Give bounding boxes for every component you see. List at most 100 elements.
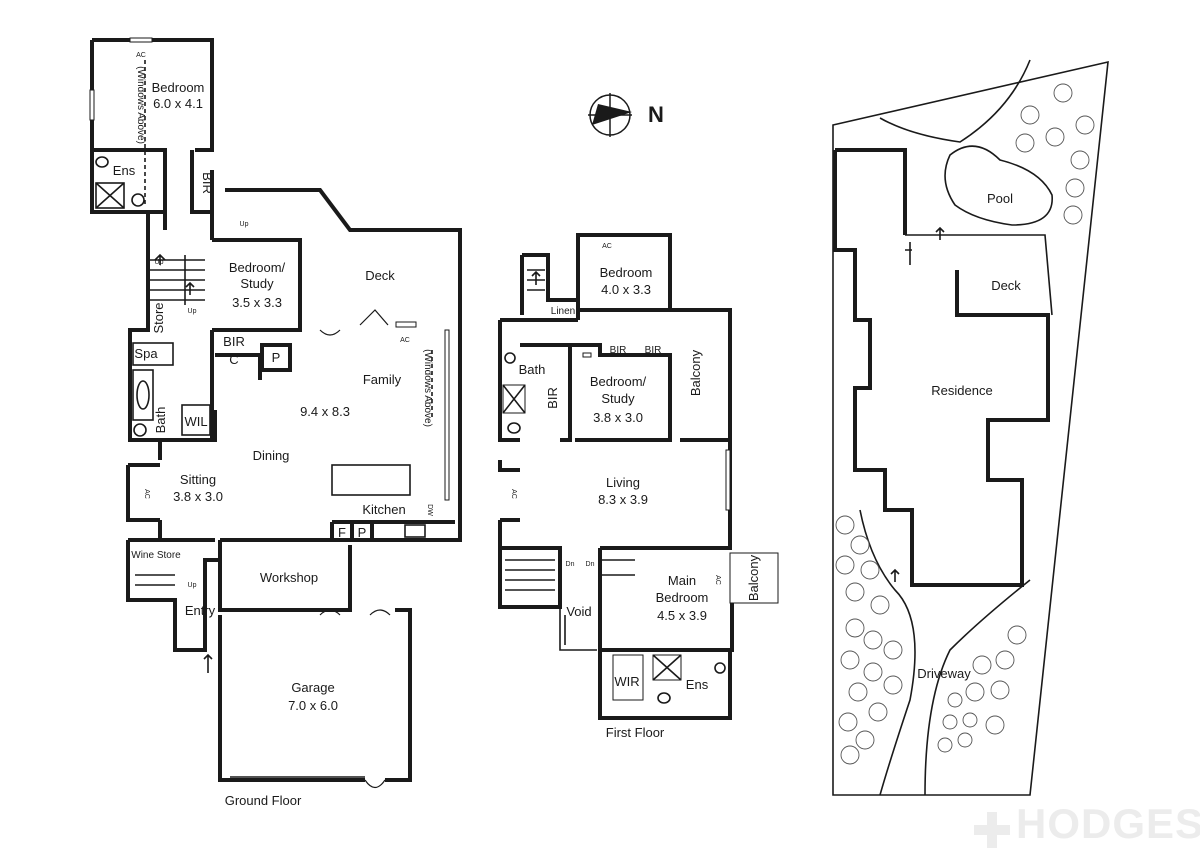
garden-edge xyxy=(879,59,1031,143)
gf-bedroom-study-line1: Bedroom/ xyxy=(229,260,286,275)
ff-bir-b-label: BIR xyxy=(645,345,662,356)
site-driveway-label: Driveway xyxy=(917,666,971,681)
basin-icon xyxy=(504,352,516,364)
gf-store-label: Store xyxy=(151,302,166,333)
gf-wine-store-label: Wine Store xyxy=(131,550,181,561)
stair-arrow xyxy=(154,253,166,265)
toilet-icon xyxy=(133,423,147,437)
spa-icon xyxy=(132,342,174,366)
gf-up-4: Up xyxy=(188,582,197,589)
first-floor-caption: First Floor xyxy=(606,725,665,740)
site-boundary xyxy=(832,60,1109,796)
ff-dn-a: Dn xyxy=(566,561,575,568)
site-residence-label: Residence xyxy=(931,383,992,398)
gf-kitchen-label: Kitchen xyxy=(362,502,405,517)
gf-up-1: Up xyxy=(240,221,249,228)
bath-tub-icon xyxy=(132,369,154,421)
entry-arrow xyxy=(203,653,213,673)
gf-ac-family: AC xyxy=(400,337,410,344)
ff-main-bedroom-line1: Main xyxy=(668,573,696,588)
ground-floor-plan xyxy=(89,37,462,789)
ff-ac-main: AC xyxy=(714,575,721,585)
gf-bedroom-study-line2: Study xyxy=(240,276,274,291)
gf-ens-label: Ens xyxy=(113,163,136,178)
toilet-icon xyxy=(507,422,521,434)
gf-f-label: F xyxy=(338,525,346,540)
ff-bir-side-label: BIR xyxy=(545,387,560,409)
gf-sitting-label: Sitting xyxy=(180,472,216,487)
ff-linen-label: Linen xyxy=(551,306,575,317)
brand-logo-text: HODGES xyxy=(1016,800,1200,847)
cooktop-icon xyxy=(404,524,426,538)
gf-garage-label: Garage xyxy=(291,680,334,695)
gf-garage-dims: 7.0 x 6.0 xyxy=(288,698,338,713)
gf-bedroom-label: Bedroom xyxy=(152,80,205,95)
ff-bedroom-label: Bedroom xyxy=(600,265,653,280)
driveway-edge xyxy=(859,509,916,796)
window xyxy=(89,89,95,121)
gf-windows-above-left: (Windows Above) xyxy=(135,66,146,144)
gf-entry-label: Entry xyxy=(185,603,216,618)
ff-living-dims: 8.3 x 3.9 xyxy=(598,492,648,507)
bifold-door xyxy=(319,309,389,336)
gf-spa-label: Spa xyxy=(134,346,158,361)
gf-windows-above-right: (Windows Above) xyxy=(422,349,433,427)
gf-bedroom-dims: 6.0 x 4.1 xyxy=(153,96,203,111)
ff-balcony-bottom-label: Balcony xyxy=(746,554,761,601)
ff-wir-label: WIR xyxy=(614,674,639,689)
window xyxy=(129,37,153,43)
gf-c-label: C xyxy=(229,352,238,367)
shower-icon xyxy=(95,182,125,209)
ff-dn-b: Dn xyxy=(586,561,595,568)
pool-outline xyxy=(944,145,1053,226)
gf-up-3: Up xyxy=(188,308,197,315)
gf-up-2: Up xyxy=(155,259,164,266)
gf-dining-label: Dining xyxy=(253,448,290,463)
driveway-edge xyxy=(924,579,1031,796)
ground-floor-caption: Ground Floor xyxy=(225,793,302,808)
gf-bedroom-study-dims: 3.5 x 3.3 xyxy=(232,295,282,310)
first-floor-plan xyxy=(498,233,779,720)
gf-ac-sitting: AC xyxy=(143,489,150,499)
gf-wil-label: WIL xyxy=(184,414,207,429)
basin-icon xyxy=(95,156,109,168)
gf-p-mid-label: P xyxy=(272,350,281,365)
ff-bath-label: Bath xyxy=(519,362,546,377)
gf-deck-label: Deck xyxy=(365,268,395,283)
ff-living-label: Living xyxy=(606,475,640,490)
ff-bedroom-dims: 4.0 x 3.3 xyxy=(601,282,651,297)
ff-ens-label: Ens xyxy=(686,677,709,692)
ff-bir-a-label: BIR xyxy=(610,345,627,356)
gf-bir-top-label: BIR xyxy=(200,172,215,194)
toilet-icon xyxy=(131,193,145,207)
ff-main-bedroom-dims: 4.5 x 3.9 xyxy=(657,608,707,623)
ff-bedroom-study-line2: Study xyxy=(601,391,635,406)
gf-sitting-dims: 3.8 x 3.0 xyxy=(173,489,223,504)
gf-bir-mid-label: BIR xyxy=(223,334,245,349)
stair-arrow xyxy=(185,281,195,295)
ff-void-label: Void xyxy=(566,604,591,619)
door xyxy=(364,779,386,789)
door xyxy=(319,609,391,616)
kitchen-island xyxy=(331,464,411,496)
toilet-icon xyxy=(657,692,671,704)
gf-ac-bedroom: AC xyxy=(136,52,146,59)
gf-workshop-label: Workshop xyxy=(260,570,318,585)
ff-bedroom-study-dims: 3.8 x 3.0 xyxy=(593,410,643,425)
compass-icon xyxy=(588,93,632,137)
tree-icons xyxy=(835,83,1095,765)
basin-icon xyxy=(714,662,726,674)
compass-n-label: N xyxy=(648,102,664,127)
site-deck-label: Deck xyxy=(991,278,1021,293)
ff-bedroom-study-line1: Bedroom/ xyxy=(590,374,647,389)
ff-main-bedroom-line2: Bedroom xyxy=(656,590,709,605)
balcony-box xyxy=(729,552,779,604)
site-plan xyxy=(832,59,1109,796)
site-pool-label: Pool xyxy=(987,191,1013,206)
window xyxy=(444,329,450,501)
gf-p-kitchen-label: P xyxy=(358,525,367,540)
brand-logo: HODGES xyxy=(974,800,1200,848)
gf-bath-label: Bath xyxy=(153,407,168,434)
ff-ac-living: AC xyxy=(510,489,517,499)
